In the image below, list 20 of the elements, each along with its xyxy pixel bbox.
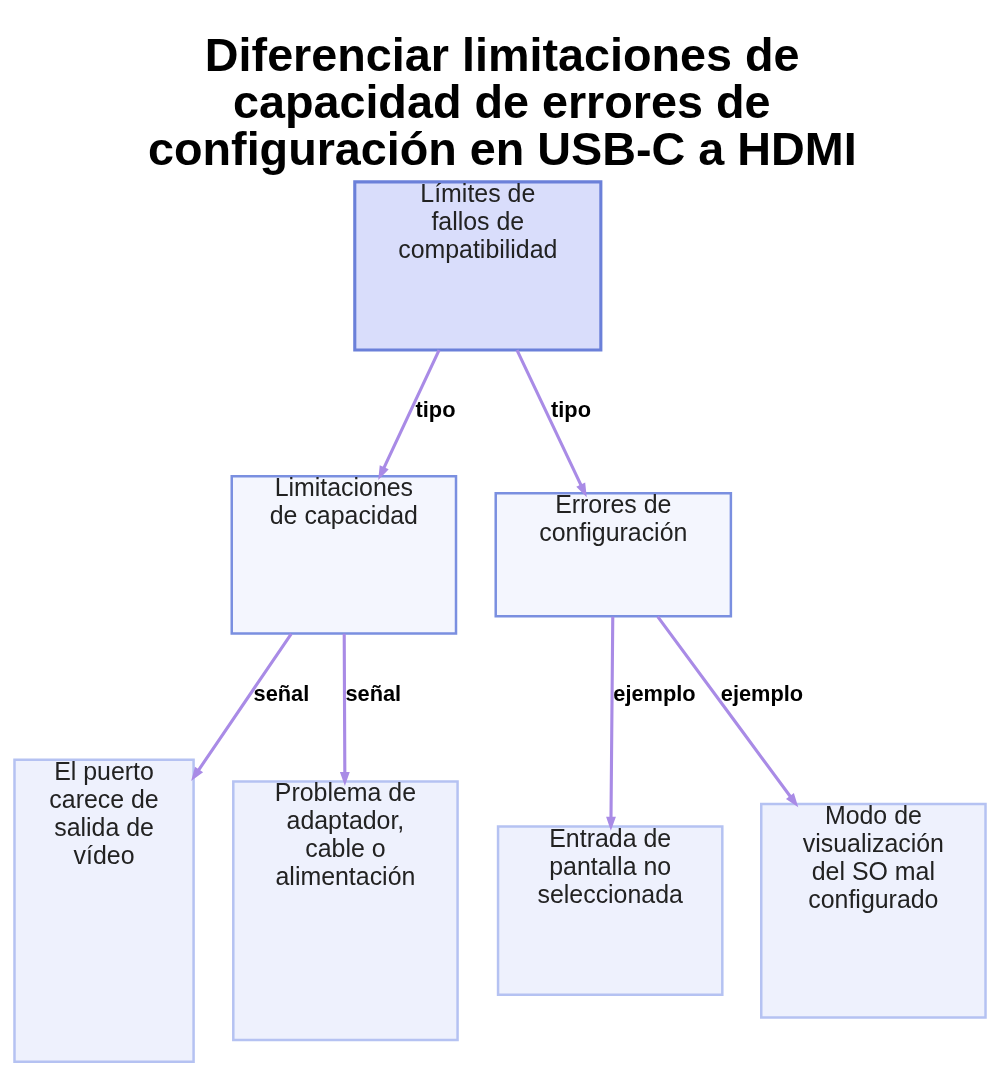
node-box: Limitaciones de capacidad <box>230 474 458 635</box>
arrow <box>515 349 587 497</box>
arrow <box>339 633 350 786</box>
node-box: Límites de fallos de compatibilidad <box>353 179 603 352</box>
edge-label: tipo <box>551 396 591 422</box>
arrow <box>378 349 441 480</box>
edge-label: ejemplo <box>613 680 696 706</box>
arrow <box>191 632 293 781</box>
node-box: Entrada de pantalla no seleccionada <box>496 824 724 996</box>
edge-label: tipo <box>415 396 456 422</box>
arrow <box>656 615 799 807</box>
node-box: El puerto carece de salida de vídeo <box>13 757 195 1063</box>
node-box: Modo de visualización del SO mal configurado <box>760 802 987 1019</box>
node-box: Errores de configuración <box>494 491 733 618</box>
edge-label: señal <box>345 680 402 706</box>
arrow <box>606 616 616 831</box>
edge-label: ejemplo <box>720 680 804 706</box>
diagram-title: Diferenciar limitaciones de capacidad de errores de configuración en USB-C a HDMI <box>148 28 857 175</box>
edge-label: señal <box>253 680 310 706</box>
node-box: Problema de adaptador, cable o alimentación <box>232 779 459 1041</box>
